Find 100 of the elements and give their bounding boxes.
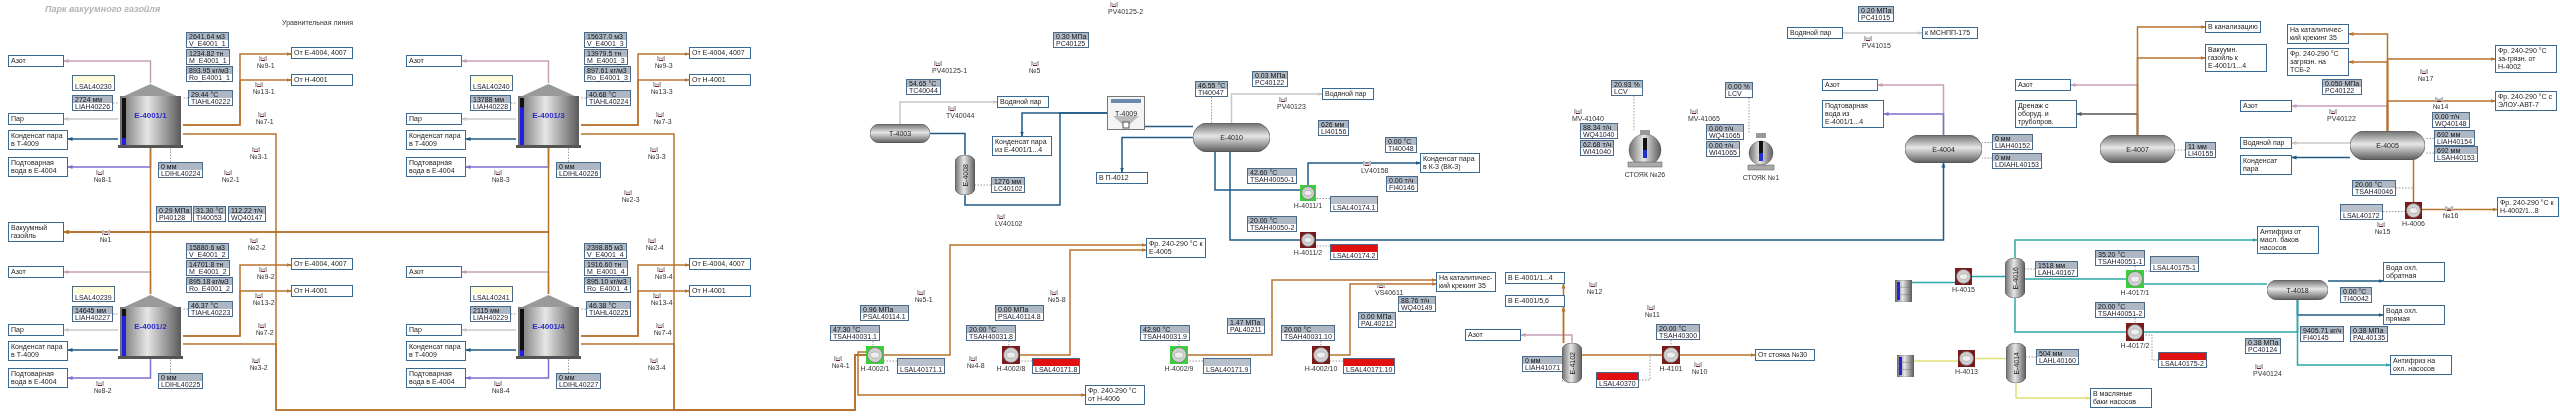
pipe [1974,357,2007,360]
readout-display [1706,124,1744,140]
readout-display [470,75,513,91]
pipe [182,289,292,337]
readout-display [186,243,229,259]
readout-display [830,325,880,341]
readout-display [584,49,628,65]
signal-line [182,97,189,99]
signal-line [872,340,874,347]
readout-display [1580,140,1615,156]
equipment-label: Е-4001/4 [532,322,565,331]
signal-line [1981,142,1993,143]
readout-display [72,286,115,302]
signal-line [510,313,517,315]
pipe [1971,275,2006,278]
pipe [461,59,550,84]
pipe [2143,283,2268,285]
readout-display [72,306,114,322]
pipe [2015,382,2091,400]
readout-display [1992,134,2034,150]
pipe [1214,151,1301,191]
readout-display [470,306,512,322]
readout-display [193,206,227,222]
pipe [2421,207,2498,212]
pipe [2024,278,2127,280]
signal-line [1315,245,1331,247]
readout-display [1580,123,1618,139]
readout-display [1330,244,1379,260]
page-title: Парк вакуумного газойля [45,4,161,14]
readout-display [584,243,627,259]
pipe [1307,161,1421,186]
signal-line [568,358,569,374]
pipe [1679,353,1756,357]
readout-display [584,260,628,276]
signal-line [1008,340,1010,347]
pipe [63,59,152,84]
signal-line [1670,339,1672,347]
pipe [883,243,1147,356]
readout-display [2350,326,2389,342]
pipe [67,348,119,352]
readout-display [2340,204,2383,220]
readout-display [586,90,632,106]
readout-display [584,277,631,293]
readout-display [2300,326,2345,342]
readout-display [1195,81,1229,97]
readout-display [2035,261,2078,277]
readout-display [1330,196,1379,212]
readout-display [995,305,1044,321]
readout-display [2340,287,2372,303]
readout-display [2434,146,2478,162]
pipe [2412,159,2415,203]
readout-display [1252,71,1289,87]
readout-display [1992,153,2042,169]
readout-display [186,49,230,65]
readout-display [860,305,909,321]
pipe [2291,155,2351,160]
readout-display [470,286,513,302]
signal-line [170,147,171,163]
equipment-label: Е-4001/2 [134,322,167,331]
readout-display [897,358,946,374]
readout-display [186,32,229,48]
pipe [1520,333,1573,344]
readout-display [2095,302,2146,318]
readout-display [1725,82,1753,98]
pipe [1561,306,1566,344]
readout-display [470,95,512,111]
readout-display [2434,130,2476,146]
readout-display [1611,80,1643,96]
pipe [1187,278,1437,356]
readout-display [1053,32,1090,48]
pipe [1120,136,1194,173]
readout-display [1398,296,1436,312]
pipe [1842,31,1923,35]
signal-line [1315,198,1331,199]
pipe [465,137,517,141]
signal-line [2424,152,2435,154]
readout-display [1247,168,1298,184]
signal-line [2134,265,2136,271]
readout-display [2185,142,2217,158]
readout-display [1596,372,1639,388]
pipe [1911,281,1956,284]
pipe [580,78,690,126]
pipe [580,289,690,337]
pipe [2014,238,2258,259]
pipe [2136,56,2206,136]
readout-display [1706,141,1741,157]
readout-display [188,301,234,317]
readout-display [2095,250,2146,266]
pipe [67,137,119,141]
signal-line [1329,360,1344,362]
readout-display [991,177,1026,193]
signal-line [112,313,119,315]
readout-display [906,79,941,95]
readout-display [186,66,233,82]
signal-line [580,308,587,310]
signal-line [2134,317,2136,324]
readout-display [1343,358,1396,374]
readout-display [584,66,631,82]
readout-display [1385,137,1417,153]
readout-display [72,75,115,91]
